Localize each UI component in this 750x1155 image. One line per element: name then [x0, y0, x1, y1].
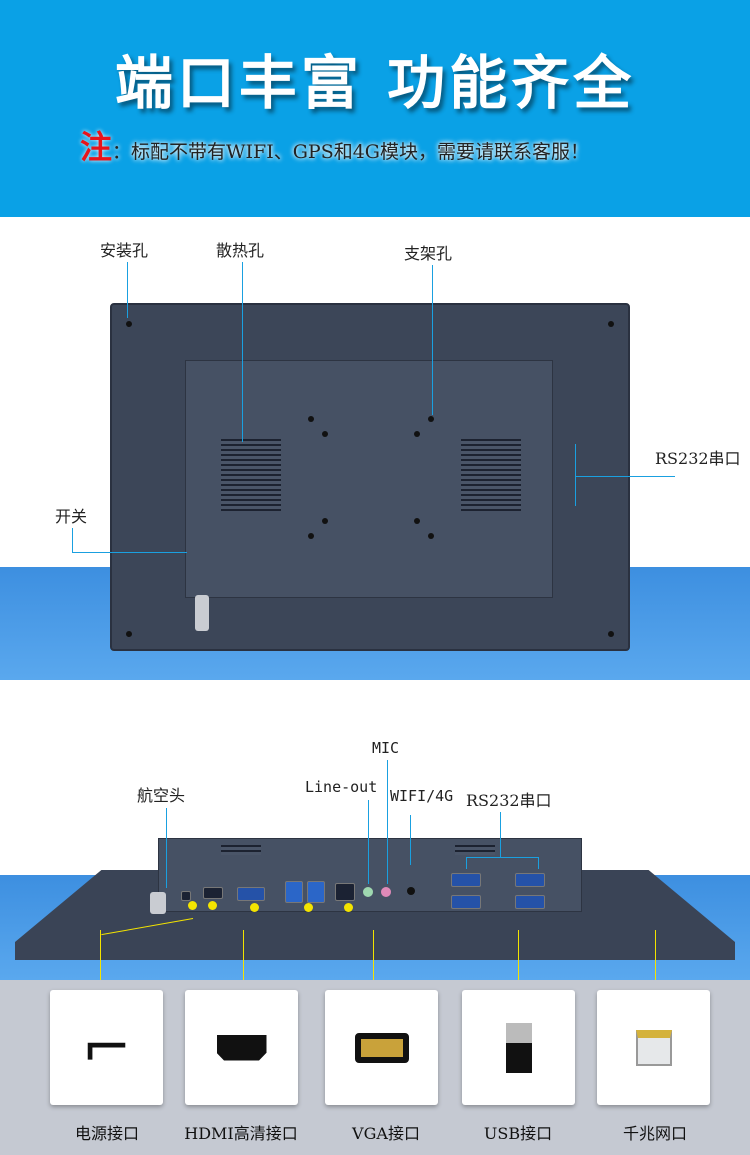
heat-vent	[221, 439, 281, 511]
rear-box	[185, 360, 553, 598]
vga-port	[237, 887, 265, 901]
rs232-port	[515, 895, 545, 909]
rs232-port	[451, 873, 481, 887]
usb-cable-icon	[505, 1022, 532, 1073]
heat-vent	[461, 439, 521, 511]
label-wifi: WIFI/4G	[390, 787, 454, 805]
label-mount-holes: 安装孔	[100, 241, 149, 260]
card-dc-power: ⌐	[50, 990, 163, 1105]
label-hdmi: HDMI高清接口	[184, 1124, 298, 1143]
label-bracket-holes: 支架孔	[404, 244, 453, 263]
hdmi-cable-icon	[216, 1034, 267, 1061]
card-hdmi	[185, 990, 298, 1105]
label-switch: 开关	[55, 507, 88, 526]
header-banner	[0, 0, 750, 217]
label-line-out: Line-out	[305, 778, 378, 796]
usb-port	[307, 881, 325, 903]
label-vga: VGA接口	[352, 1124, 420, 1143]
label-dc-power: 电源接口	[74, 1124, 139, 1143]
line-out-jack	[363, 887, 373, 897]
aviation-connector	[195, 595, 209, 631]
card-vga	[325, 990, 438, 1105]
label-mic: MIC	[372, 739, 400, 757]
card-rj45	[597, 990, 710, 1105]
hdmi-port	[203, 887, 223, 899]
note-body: ：标配不带有WIFI、GPS和4G模块，需要请联系客服！	[112, 141, 589, 163]
label-rs232-side: RS232串口	[466, 791, 552, 810]
usb-port	[285, 881, 303, 903]
io-box	[158, 838, 582, 912]
label-aviation: 航空头	[137, 786, 186, 805]
mic-jack	[381, 887, 391, 897]
lan-port	[335, 883, 355, 901]
card-usb	[462, 990, 575, 1105]
rj45-cable-icon	[635, 1029, 672, 1066]
label-rs232: RS232串口	[655, 449, 741, 468]
label-heat-vents: 散热孔	[216, 241, 265, 260]
rs232-port	[515, 873, 545, 887]
vga-cable-icon	[354, 1032, 409, 1063]
dc-power-plug-icon: ⌐	[81, 1012, 132, 1083]
label-usb: USB接口	[483, 1124, 553, 1143]
page-title: 端口丰富 功能齐全	[114, 49, 636, 117]
label-rj45: 千兆网口	[622, 1124, 687, 1143]
rs232-port	[451, 895, 481, 909]
note-mark: 注	[80, 128, 113, 166]
note-text: 注：标配不带有WIFI、GPS和4G模块，需要请联系客服！	[80, 122, 720, 168]
aviation-connector	[150, 892, 166, 914]
